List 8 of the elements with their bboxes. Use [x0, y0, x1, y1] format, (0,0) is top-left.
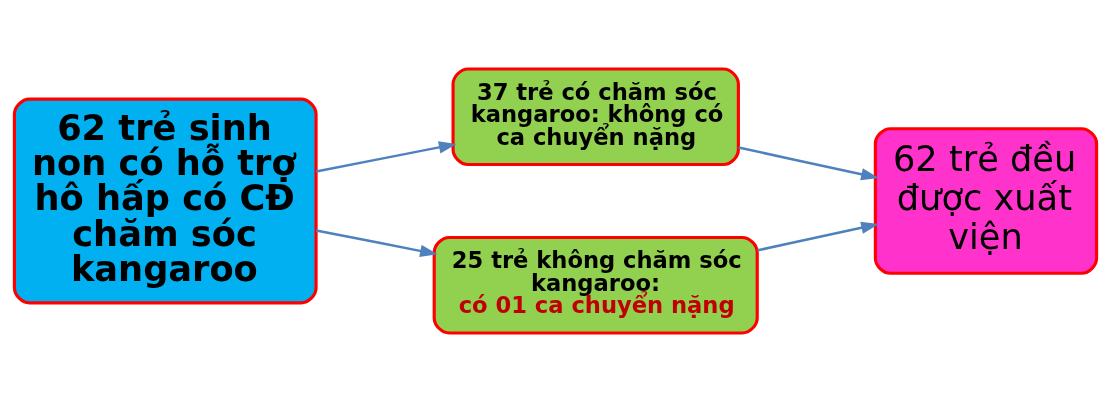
node-box: 25 trẻ không chăm sóc kangaroo: có 01 ca chuyển nặng	[432, 235, 759, 335]
node-box: 62 trẻ sinh non có hỗ trợ hô hấp có CĐ chăm sóc kangaroo	[12, 97, 318, 305]
arrow	[315, 141, 457, 173]
arrow	[738, 146, 879, 181]
node-box: 62 trẻ đều được xuất viện	[873, 127, 1099, 275]
node-box: 37 trẻ có chăm sóc kangaroo: không có ca chuyển nặng	[451, 67, 740, 167]
arrow	[757, 221, 879, 252]
arrow	[315, 229, 438, 257]
